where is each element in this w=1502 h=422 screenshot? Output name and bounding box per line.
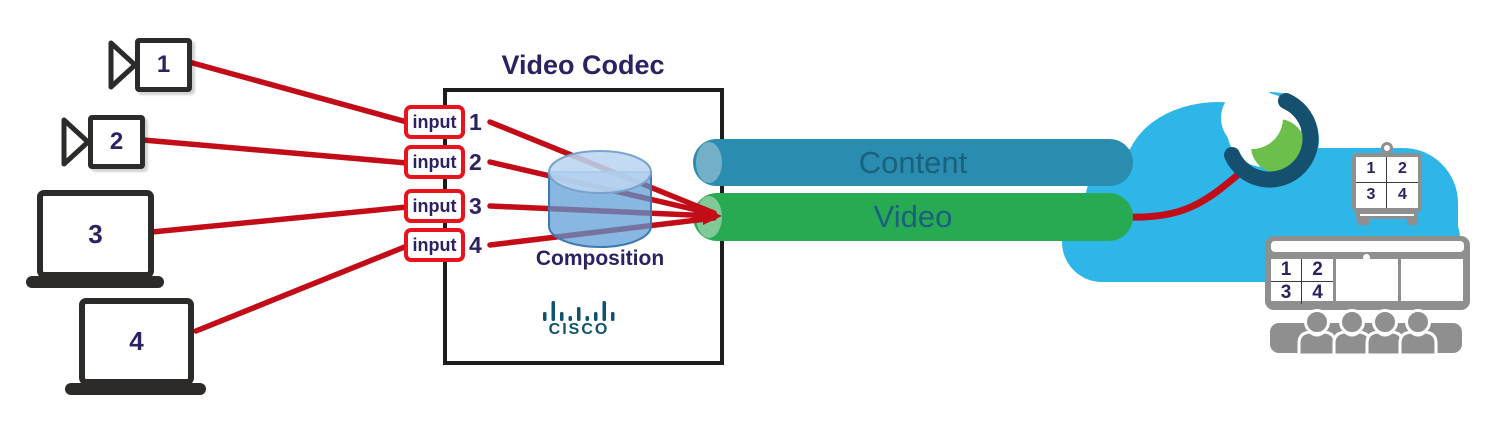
room-system-screen-right <box>1401 259 1463 301</box>
laptop3-to-input3-line <box>149 204 410 235</box>
camera-2: 2 <box>88 115 145 169</box>
cisco-wordmark: CISCO <box>548 321 610 338</box>
composition-label: Composition <box>535 247 665 270</box>
small-monitor-foot <box>1407 219 1418 225</box>
content-pipe-end-cap <box>696 142 722 183</box>
laptop-4-base <box>65 383 206 395</box>
room-system-screen-middle <box>1336 259 1398 301</box>
small-monitor-foot <box>1358 219 1369 225</box>
video-stream-label: Video <box>873 199 953 234</box>
grid-cell-4: 4 <box>1398 186 1407 204</box>
small-monitor-icon: 1 2 3 4 <box>1352 153 1422 212</box>
grid-cell-4: 4 <box>1312 282 1323 303</box>
input-port-1: input <box>404 105 465 139</box>
input-1-number: 1 <box>469 108 482 135</box>
input-2-number: 2 <box>469 148 482 175</box>
grid-cell-3: 3 <box>1356 182 1387 208</box>
room-system-screen-left: 1 2 3 4 <box>1271 259 1333 304</box>
room-system-icon: 1 2 3 4 <box>1265 236 1470 310</box>
input-port-3: input <box>404 189 465 223</box>
room-system-layout-grid: 1 2 3 4 <box>1271 259 1333 304</box>
grid-cell-2: 2 <box>1302 259 1333 282</box>
audience-icon <box>1270 309 1462 357</box>
video-pipe-end-cap <box>696 196 722 238</box>
small-monitor-stand <box>1356 212 1418 219</box>
input-port-4: input <box>404 228 465 262</box>
laptop-4: 4 <box>79 298 194 385</box>
laptop-3: 3 <box>37 190 154 278</box>
grid-cell-3: 3 <box>1271 282 1302 304</box>
video-to-cloud-line <box>1120 163 1251 221</box>
room-system-top-strip <box>1271 241 1464 252</box>
grid-cell-1: 1 <box>1356 157 1387 183</box>
camera-1: 1 <box>135 38 192 92</box>
camera2-to-input2-line <box>140 137 410 166</box>
video-stream-pipe: Video <box>693 193 1133 241</box>
content-stream-pipe: Content <box>693 139 1133 186</box>
small-monitor-layout-grid: 1 2 3 4 <box>1356 157 1418 208</box>
input-4-number: 4 <box>469 231 482 258</box>
laptop-3-base <box>26 276 164 288</box>
input-3-number: 3 <box>469 192 482 219</box>
camera1-to-input1-line <box>186 59 410 125</box>
grid-cell-1: 1 <box>1271 259 1302 282</box>
laptop4-to-input4-line <box>193 243 410 334</box>
input-port-2: input <box>404 145 465 179</box>
grid-cell-2: 2 <box>1387 157 1418 183</box>
content-stream-label: Content <box>858 144 968 180</box>
codec-title: Video Codec <box>501 50 665 80</box>
webex-logo-icon <box>1221 87 1319 188</box>
